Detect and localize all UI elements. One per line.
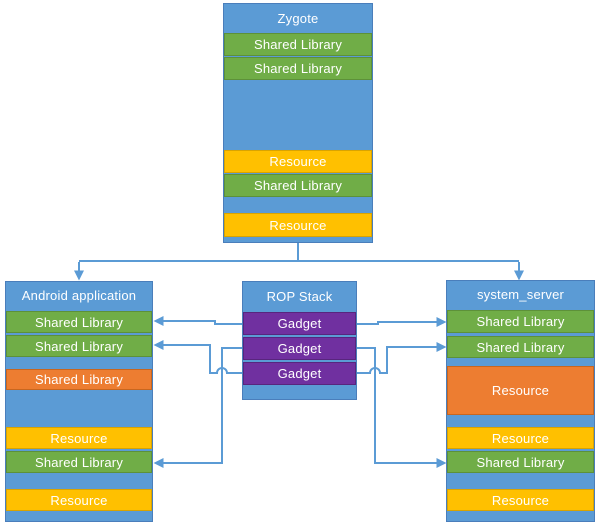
rop-stack-title: ROP Stack bbox=[266, 288, 333, 304]
resource-segment: Resource bbox=[6, 427, 152, 449]
shared-library-segment: Shared Library bbox=[6, 311, 152, 333]
resource-large-segment: Resource bbox=[447, 366, 594, 415]
resource-segment: Resource bbox=[447, 427, 594, 449]
resource-segment: Resource bbox=[224, 213, 372, 237]
shared-library-segment: Shared Library bbox=[447, 336, 594, 358]
shared-library-segment: Shared Library bbox=[447, 310, 594, 333]
gadget2-to-server-lower-shared-library-arrow bbox=[357, 347, 447, 468]
shared-library-orange-segment: Shared Library bbox=[6, 369, 152, 390]
gadget1-to-server-shared-library1-arrow bbox=[357, 317, 447, 327]
gadget3-to-app-shared-library2-arrow bbox=[153, 340, 242, 374]
gadget-segment: Gadget bbox=[243, 337, 356, 360]
system-server-title: system_server bbox=[476, 287, 565, 302]
resource-segment: Resource bbox=[447, 489, 594, 511]
shared-library-segment: Shared Library bbox=[224, 57, 372, 80]
gadget3-to-server-shared-library2-arrow bbox=[357, 342, 447, 374]
fork-connector bbox=[79, 243, 519, 262]
zygote-title: Zygote bbox=[277, 10, 319, 26]
shared-library-segment: Shared Library bbox=[6, 451, 152, 473]
system-server-block: system_server Shared Library Shared Libr… bbox=[446, 280, 595, 522]
shared-library-segment: Shared Library bbox=[6, 335, 152, 357]
shared-library-segment: Shared Library bbox=[224, 174, 372, 197]
gadget-segment: Gadget bbox=[243, 312, 356, 335]
zygote-block: Zygote Shared Library Shared Library Res… bbox=[223, 3, 373, 243]
gadget1-to-app-shared-library1-arrow bbox=[153, 316, 242, 326]
gadget-segment: Gadget bbox=[243, 362, 356, 385]
rop-stack-block: ROP Stack Gadget Gadget Gadget bbox=[242, 281, 357, 400]
gadget2-to-app-lower-shared-library-arrow bbox=[153, 347, 242, 468]
resource-segment: Resource bbox=[224, 150, 372, 173]
resource-segment: Resource bbox=[6, 489, 152, 511]
android-application-block: Android application Shared Library Share… bbox=[5, 281, 153, 522]
shared-library-segment: Shared Library bbox=[447, 451, 594, 473]
android-application-title: Android application bbox=[21, 288, 137, 303]
shared-library-segment: Shared Library bbox=[224, 33, 372, 56]
